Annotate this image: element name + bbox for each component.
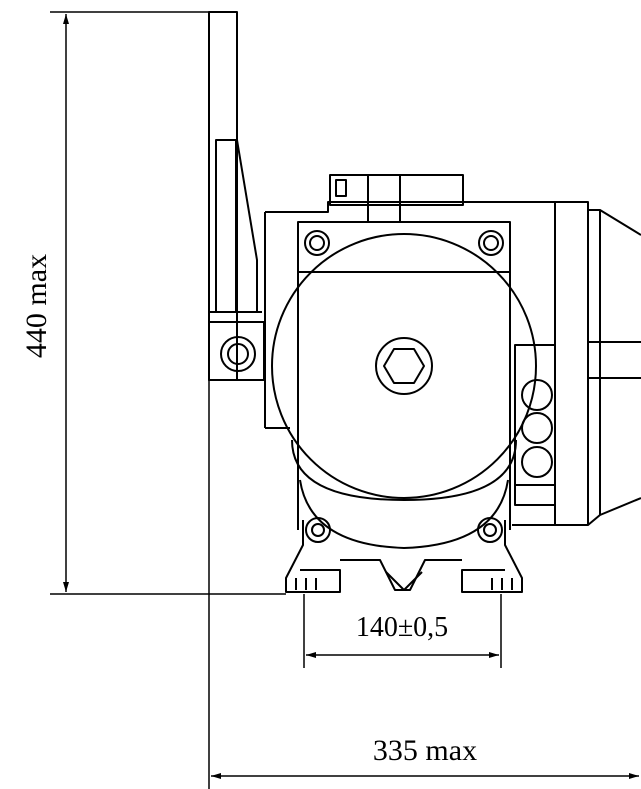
- housing-bolt-top-left: [304, 230, 330, 256]
- hand-lever: [208, 11, 265, 381]
- right-flange: [554, 202, 641, 526]
- output-shaft: [375, 337, 433, 395]
- base-width-dimension-label: 140±0,5: [356, 612, 448, 643]
- total-width-dimension: [208, 380, 639, 789]
- motor-end-cover: [271, 233, 537, 499]
- mounting-feet: [285, 517, 523, 593]
- gear-housing: [264, 201, 589, 530]
- terminal-box: [329, 174, 464, 222]
- switch-stack: [514, 344, 556, 506]
- actuator-body: [208, 11, 641, 593]
- housing-bolt-top-right: [478, 230, 504, 256]
- lever-pivot-bolt: [220, 336, 256, 372]
- height-dimension-label: 440 max: [20, 254, 53, 358]
- base-width-dimension: [303, 594, 502, 668]
- height-dimension: [50, 11, 286, 595]
- total-width-dimension-label: 335 max: [373, 734, 477, 767]
